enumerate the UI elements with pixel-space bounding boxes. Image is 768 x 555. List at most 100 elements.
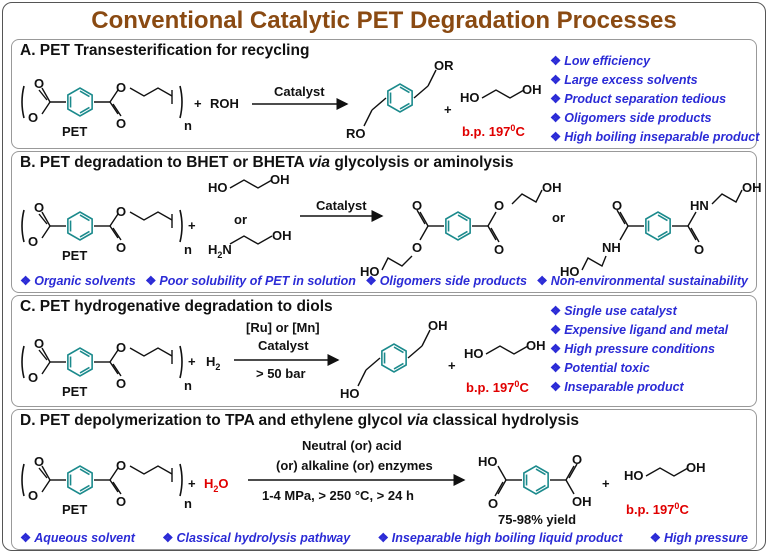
plus-sign: + — [602, 476, 610, 491]
section-b: B. PET degradation to BHET or BHETA via … — [11, 151, 762, 293]
issue-item: ❖Single use catalyst — [550, 304, 677, 318]
bond — [109, 361, 119, 375]
issue-item: ❖Large excess solvents — [550, 73, 698, 87]
benzene-ring — [523, 465, 549, 495]
yield-label: 75-98% yield — [498, 512, 576, 527]
carbonyl-o: O — [34, 454, 44, 469]
arrow-label: Catalyst — [274, 84, 325, 99]
benzene-ring — [67, 211, 93, 241]
issue-item: ❖High pressure — [649, 531, 748, 545]
figure-title: Conventional Catalytic PET Degradation P… — [91, 7, 677, 34]
carbonyl-o: O — [612, 198, 622, 213]
bracket-right — [179, 85, 183, 119]
issue-list-d: ❖Aqueous solvent ❖Classical hydrolysis p… — [20, 530, 748, 545]
glycol-oh: OH — [270, 172, 290, 187]
carboxyl-oh: OH — [572, 494, 592, 509]
issue-item: ❖Product separation tedious — [550, 92, 727, 106]
ethylene-chain — [129, 87, 173, 97]
bond — [41, 225, 51, 239]
bond — [41, 465, 51, 481]
issue-item: ❖Oligomers side products — [365, 274, 527, 288]
roh-reagent: ROH — [210, 96, 239, 111]
arrow-label-top2: (or) alkaline (or) enzymes — [276, 458, 433, 473]
section-d: D. PET depolymerization to TPA and ethyl… — [11, 409, 757, 550]
benzene-ring — [645, 211, 671, 241]
arrow-label-top1: Neutral (or) acid — [302, 438, 402, 453]
bond — [363, 109, 373, 127]
carbonyl-o: O — [488, 496, 498, 511]
ring-double-bond — [79, 484, 90, 492]
oh-group: HO — [360, 264, 380, 279]
issue-item: ❖Oligomers side products — [550, 111, 712, 125]
or-label: or — [552, 210, 565, 225]
bracket-left — [21, 209, 25, 243]
bond — [365, 357, 381, 371]
amide-hn: HN — [690, 198, 709, 213]
arrow-label-top: [Ru] or [Mn] — [246, 320, 320, 335]
repeat-n: n — [184, 242, 192, 257]
bond — [109, 349, 119, 363]
issue-item: ❖Potential toxic — [550, 361, 650, 375]
issue-list-b: ❖Organic solvents ❖Poor solubility of PE… — [20, 273, 748, 288]
bond — [41, 211, 51, 227]
ring-double-bond — [457, 214, 468, 222]
bond — [687, 211, 697, 227]
bond — [109, 213, 119, 227]
bond — [419, 211, 429, 227]
ring-double-bond — [535, 468, 546, 476]
issue-item: ❖High pressure conditions — [550, 342, 715, 356]
plus-sign: + — [444, 102, 452, 117]
oh-group: HO — [560, 264, 580, 279]
issue-item: ❖Organic solvents — [20, 274, 136, 288]
bond — [487, 225, 497, 241]
ethylene-glycol: HO OH — [208, 172, 290, 195]
carbonyl-o: O — [412, 198, 422, 213]
bond — [38, 213, 48, 225]
diamond-icon: ❖ — [365, 274, 377, 288]
bond — [109, 89, 119, 103]
arrow-label-bottom: 1-4 MPa, > 250 °C, > 24 h — [262, 488, 414, 503]
bond — [413, 85, 429, 99]
ether-o: O — [116, 80, 126, 95]
glycol-oh: OH — [526, 338, 546, 353]
issue-item: ❖Classical hydrolysis pathway — [162, 531, 351, 545]
bond — [112, 103, 122, 117]
bond — [357, 369, 367, 387]
diamond-icon: ❖ — [550, 130, 562, 144]
water-reagent: H2O — [204, 476, 229, 494]
carbonyl-o: O — [116, 116, 126, 131]
section-c: C. PET hydrogenative degradation to diol… — [11, 295, 757, 407]
bond — [421, 329, 431, 347]
issue-item: ❖Inseparable product — [550, 380, 684, 394]
ether-o: O — [412, 240, 422, 255]
plus-sign: + — [448, 358, 456, 373]
diamond-icon: ❖ — [20, 531, 32, 545]
bracket-left — [21, 345, 25, 379]
diamond-icon: ❖ — [550, 73, 562, 87]
bond — [497, 465, 507, 481]
benzene-ring — [445, 211, 471, 241]
issue-item: ❖Non-environmental sustainability — [536, 274, 748, 288]
boiling-point: b.p. 1970C — [466, 379, 529, 395]
plus-sign: + — [188, 218, 196, 233]
benzene-ring — [67, 347, 93, 377]
carboxyl-ho: HO — [478, 454, 498, 469]
bond — [687, 225, 697, 241]
arrow-label-mid: Catalyst — [258, 338, 309, 353]
ring-double-bond — [79, 350, 90, 358]
bond — [109, 467, 119, 481]
issue-item: ❖Expensive ligand and metal — [550, 323, 729, 337]
plus-sign: + — [188, 354, 196, 369]
bond — [494, 481, 504, 497]
glycol-ho: HO — [460, 90, 480, 105]
bond — [565, 465, 575, 481]
issue-item: ❖High boiling inseparable product — [550, 130, 760, 144]
glycol-ho: HO — [208, 180, 228, 195]
glycol-ho: HO — [464, 346, 484, 361]
